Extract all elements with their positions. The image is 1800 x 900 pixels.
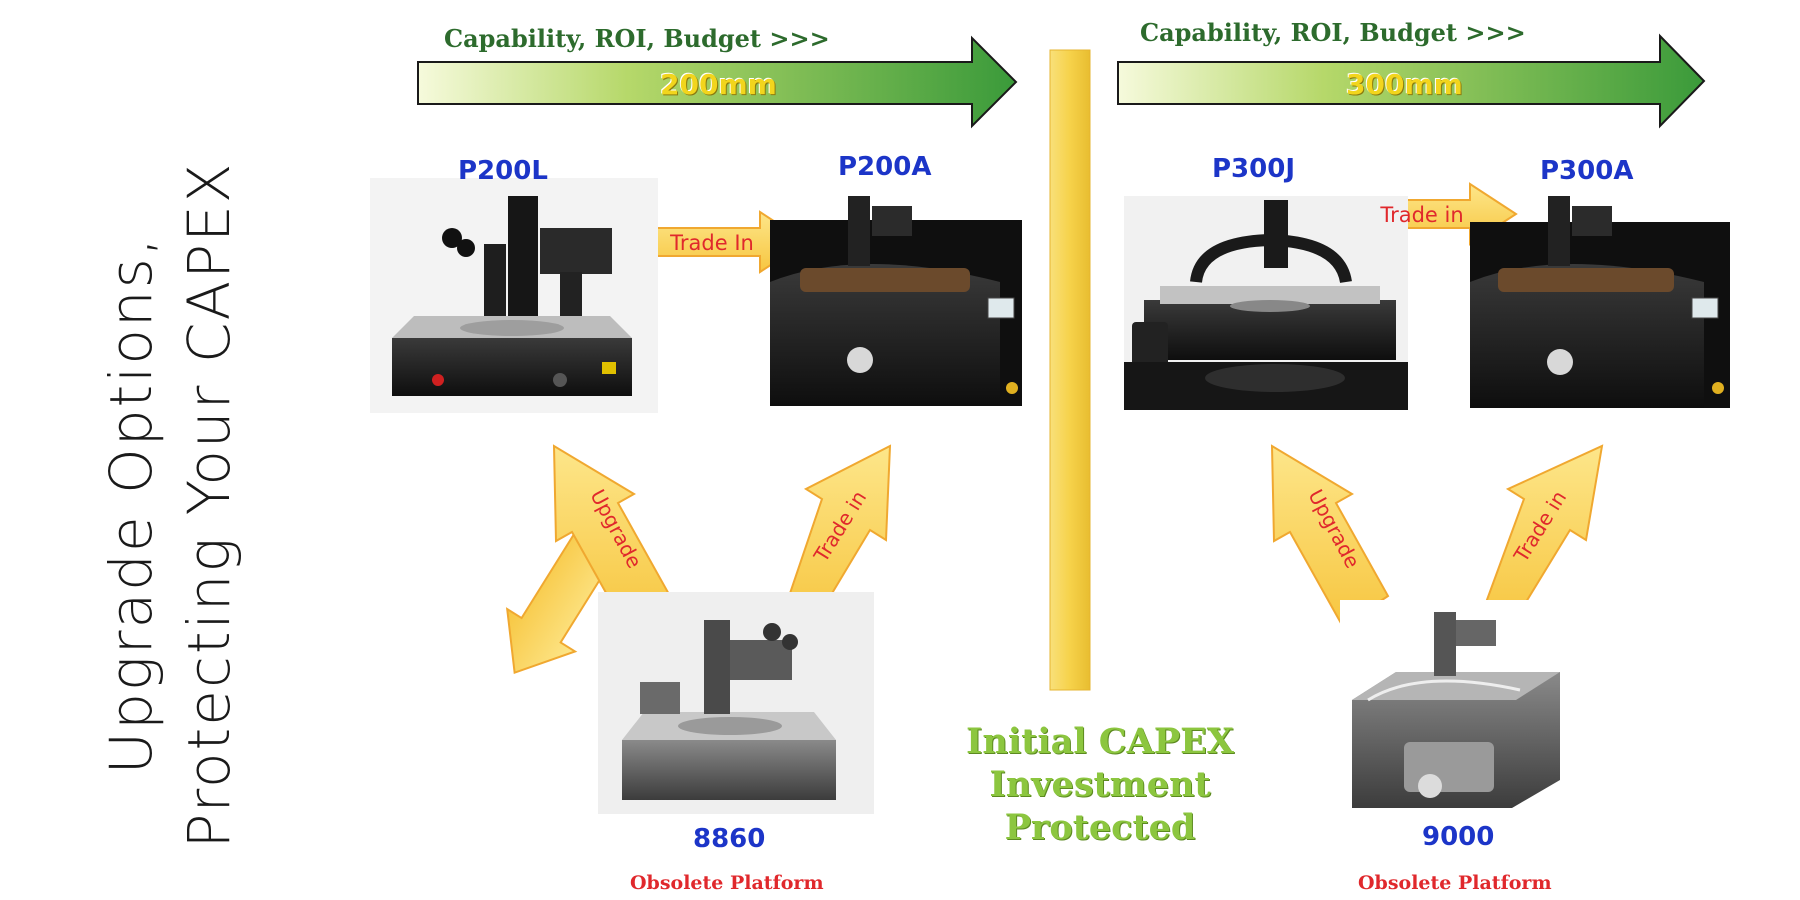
banner-arrow-200mm: [417, 35, 1018, 129]
banner-label-300mm: Capability, ROI, Budget >>>: [1140, 18, 1526, 47]
banner-arrow-300mm: [1117, 33, 1706, 129]
upgrade-arrow-300-shape: [1270, 444, 1390, 627]
banner-label-200mm: Capability, ROI, Budget >>>: [444, 24, 830, 53]
model-label-p300a: P300A: [1540, 156, 1634, 186]
center-divider: [1049, 49, 1091, 691]
p300a-machine-image: [1470, 196, 1730, 408]
model-label-9000: 9000: [1422, 822, 1495, 852]
m9000-machine-image: [1340, 600, 1576, 812]
trade-in-label-200: Trade In: [669, 231, 754, 255]
model-label-p300j: P300J: [1212, 154, 1296, 184]
p200l-machine-image: [370, 178, 658, 413]
model-label-8860: 8860: [693, 824, 766, 854]
trade-in-label-300: Trade in: [1379, 203, 1463, 227]
capex-protected-text: Initial CAPEX Investment Protected: [940, 720, 1260, 849]
capex-line3: Protected: [1004, 807, 1196, 848]
model-label-p200a: P200A: [838, 152, 932, 182]
model-label-p200l: P200L: [458, 156, 548, 186]
wafer-size-300mm: 300mm: [1346, 68, 1463, 101]
capex-line1: Initial CAPEX: [966, 721, 1234, 762]
p200a-machine-image: [770, 196, 1022, 406]
capex-line2: Investment: [989, 764, 1211, 805]
wafer-size-200mm: 200mm: [660, 68, 777, 101]
m8860-machine-image: [598, 592, 874, 814]
obsolete-label-9000: Obsolete Platform: [1358, 872, 1552, 894]
obsolete-label-8860: Obsolete Platform: [630, 872, 824, 894]
p300j-machine-image: [1124, 196, 1408, 410]
